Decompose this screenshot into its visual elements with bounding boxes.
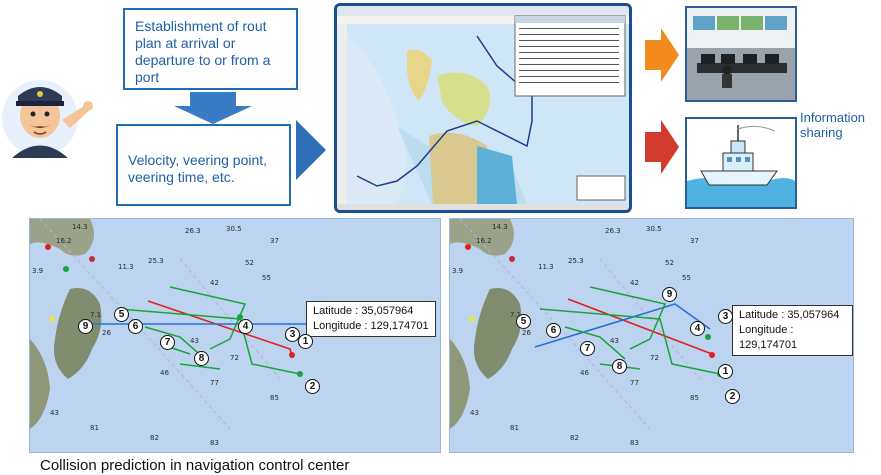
right-marker-1: 1 — [718, 364, 733, 379]
info-sharing-line1: Information — [800, 110, 866, 125]
figure-caption: Collision prediction in navigation contr… — [40, 457, 350, 474]
right-arrow-red — [645, 120, 679, 174]
info-sharing-line2: sharing — [800, 125, 843, 140]
right-arrow-blue — [296, 120, 326, 180]
left-marker-1: 1 — [298, 334, 313, 349]
route-planner-screenshot — [334, 3, 632, 213]
right-marker-6: 6 — [546, 323, 561, 338]
left-marker-5: 5 — [114, 307, 129, 322]
left-latitude-text: Latitude : 35,057964 — [313, 305, 414, 317]
right-longitude-text: Longitude : 129,174701 — [739, 324, 798, 351]
left-nav-chart: 14.3 16.2 3.9 11.3 26.3 30.5 37 52 55 25… — [29, 218, 441, 453]
left-marker-6: 6 — [128, 319, 143, 334]
left-marker-9: 9 — [78, 319, 93, 334]
right-marker-4: 4 — [690, 321, 705, 336]
right-marker-5: 5 — [516, 314, 531, 329]
right-arrow-orange — [645, 28, 679, 82]
velocity-text: Velocity, veering point, veering time, e… — [128, 152, 268, 185]
left-marker-8: 8 — [194, 351, 209, 366]
left-marker-2: 2 — [305, 379, 320, 394]
right-marker-9: 9 — [662, 287, 677, 302]
velocity-box: Velocity, veering point, veering time, e… — [116, 124, 291, 206]
left-marker-7: 7 — [160, 335, 175, 350]
right-marker-8: 8 — [612, 359, 627, 374]
left-marker-4: 4 — [238, 319, 253, 334]
control-center-photo — [685, 6, 797, 102]
down-arrow — [168, 92, 258, 124]
right-marker-7: 7 — [580, 341, 595, 356]
ship-illustration — [685, 117, 797, 209]
captain-avatar — [0, 48, 100, 163]
left-position-callout: Latitude : 35,057964 Longitude : 129,174… — [306, 301, 436, 337]
right-position-callout: Latitude : 35,057964 Longitude : 129,174… — [732, 305, 853, 356]
right-nav-chart: 14.3 16.2 3.9 11.3 26.3 30.5 37 52 55 25… — [449, 218, 854, 453]
right-marker-3: 3 — [718, 309, 733, 324]
right-latitude-text: Latitude : 35,057964 — [739, 309, 840, 321]
right-marker-2: 2 — [725, 389, 740, 404]
info-sharing-label: Information sharing — [800, 110, 865, 140]
left-longitude-text: Longitude : 129,174701 — [313, 320, 429, 332]
route-plan-box: Establishment of rout plan at arrival or… — [123, 8, 298, 90]
route-plan-text: Establishment of rout plan at arrival or… — [135, 18, 271, 85]
left-marker-3: 3 — [285, 327, 300, 342]
